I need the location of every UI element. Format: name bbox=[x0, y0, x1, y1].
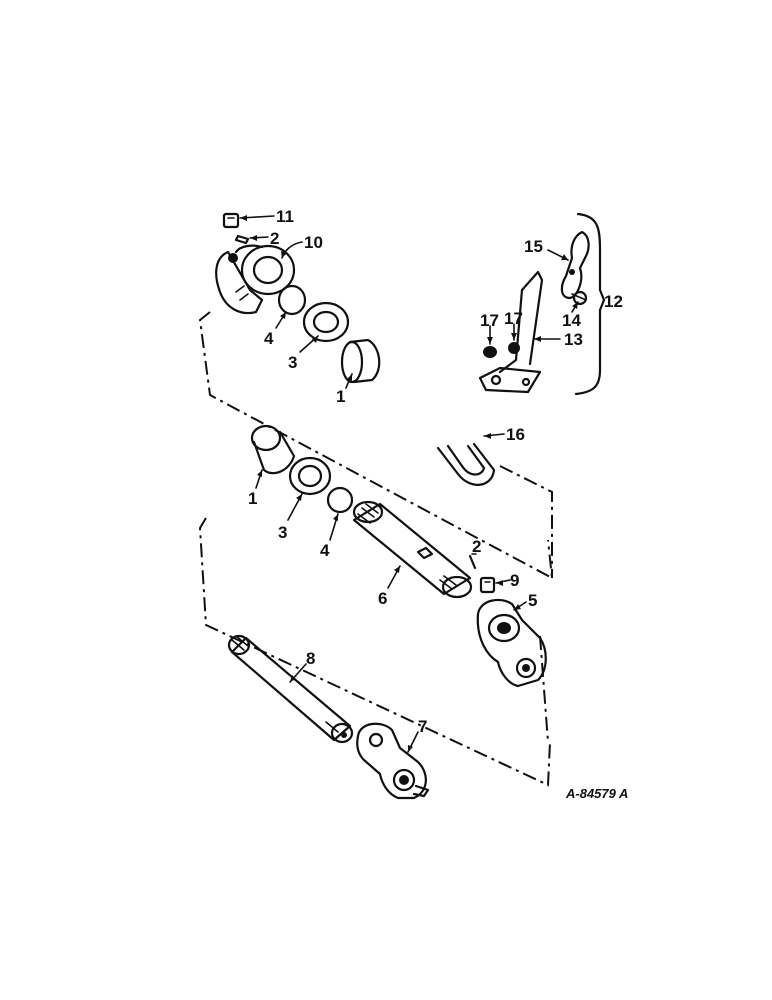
callout-13: 13 bbox=[564, 330, 583, 349]
part-4-ring-upper bbox=[277, 284, 307, 316]
callout-8: 8 bbox=[306, 649, 315, 668]
reference-code: A-84579 A bbox=[565, 786, 628, 801]
callout-2-lower: 2 bbox=[472, 537, 481, 556]
callout-5: 5 bbox=[528, 591, 537, 610]
callout-9: 9 bbox=[510, 571, 519, 590]
part-3-seal-upper bbox=[302, 301, 350, 343]
part-5-arm bbox=[476, 598, 547, 688]
part-17-nut-b bbox=[508, 342, 520, 354]
part-17-nut-a bbox=[483, 346, 497, 358]
part-13-bracket bbox=[478, 270, 544, 394]
part-8-shaft bbox=[227, 634, 354, 744]
part-1-bushing-lower bbox=[250, 424, 296, 475]
leader-lines bbox=[239, 215, 579, 753]
part-15-lever bbox=[560, 230, 590, 300]
part-2-key-upper bbox=[234, 234, 250, 245]
part-11-set-screw bbox=[222, 212, 240, 229]
callout-17-b: 17 bbox=[504, 309, 523, 328]
callout-15: 15 bbox=[524, 237, 543, 256]
part-3-seal-lower bbox=[288, 456, 332, 496]
callout-12: 12 bbox=[604, 292, 623, 311]
callout-16: 16 bbox=[506, 425, 525, 444]
callout-7: 7 bbox=[418, 717, 427, 736]
part-14-bolt bbox=[571, 290, 588, 306]
callout-2-upper: 2 bbox=[270, 229, 279, 248]
callout-14: 14 bbox=[562, 311, 581, 330]
group-12-brace bbox=[574, 212, 606, 396]
part-16-u-bolt bbox=[436, 442, 496, 486]
callout-1-upper: 1 bbox=[336, 387, 345, 406]
part-10-arm-housing bbox=[215, 244, 296, 315]
callout-labels: 11 2 10 4 3 1 15 14 12 17 17 13 16 1 3 4… bbox=[248, 207, 628, 801]
part-6-shaft bbox=[352, 500, 473, 599]
assembly-lines bbox=[198, 311, 554, 787]
callout-10: 10 bbox=[304, 233, 323, 252]
callout-17-a: 17 bbox=[480, 311, 499, 330]
callout-11: 11 bbox=[276, 207, 294, 226]
callout-4-upper: 4 bbox=[264, 329, 274, 348]
part-7-lever-arm bbox=[356, 722, 430, 800]
callout-6: 6 bbox=[378, 589, 387, 608]
part-2-key-lower bbox=[468, 554, 477, 570]
part-9-set-screw bbox=[479, 576, 496, 594]
part-4-ring-lower bbox=[326, 486, 354, 514]
callout-1-lower: 1 bbox=[248, 489, 257, 508]
callout-3-lower: 3 bbox=[278, 523, 287, 542]
callout-3-upper: 3 bbox=[288, 353, 297, 372]
callout-4-lower: 4 bbox=[320, 541, 330, 560]
part-1-bushing-upper bbox=[340, 338, 381, 384]
